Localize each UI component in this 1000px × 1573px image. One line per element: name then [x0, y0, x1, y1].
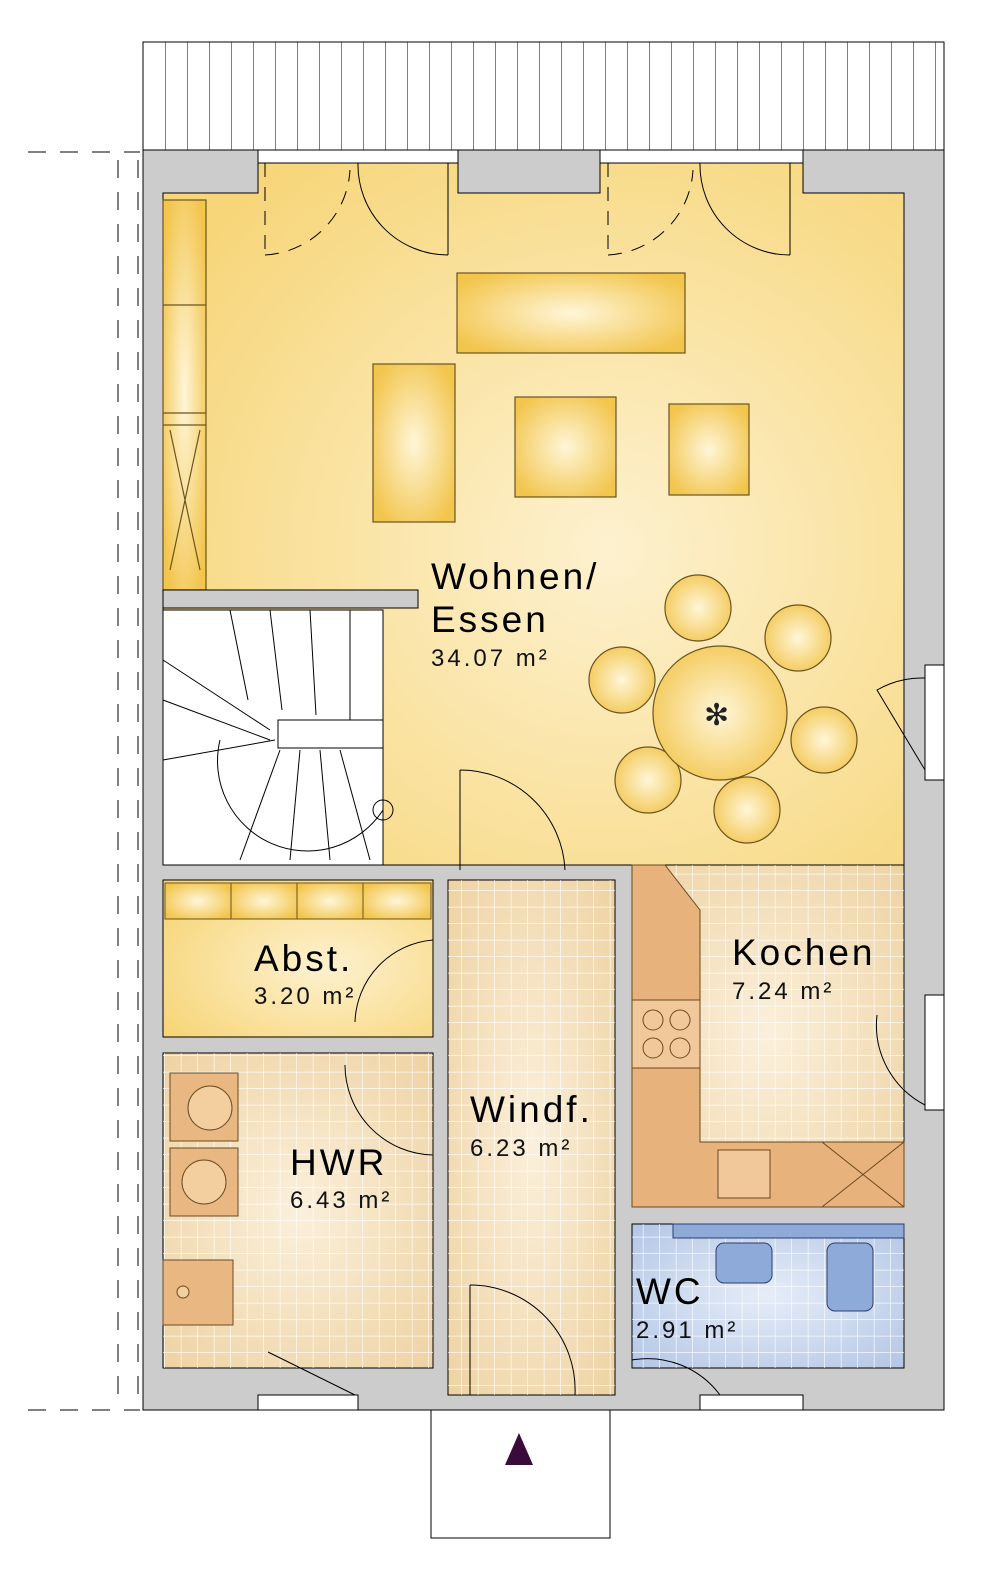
kitchen-counters: [631, 864, 905, 1208]
sideboard: [162, 199, 207, 591]
dining-table: [652, 645, 788, 781]
room-area: 6.43 m²: [290, 1187, 392, 1214]
window-living-right: [924, 664, 945, 781]
entrance-arrow-icon: [505, 1433, 533, 1465]
sofa-side: [372, 363, 456, 523]
windows-bottom: [257, 1394, 804, 1411]
window-kitchen: [924, 994, 945, 1111]
wc-fixtures: [672, 1223, 905, 1312]
laundry-appliances: [162, 1072, 239, 1326]
room-name: Wohnen/: [431, 556, 599, 597]
room-area: 3.20 m²: [254, 983, 356, 1010]
stair-steps: [162, 609, 394, 861]
storage-shelves: [164, 882, 432, 920]
interior-doors: [267, 769, 926, 1396]
room-name: Windf.: [470, 1089, 593, 1130]
living-furniture: [162, 199, 858, 844]
armchair: [668, 403, 750, 496]
toilet: [826, 1242, 874, 1312]
room-name: Abst.: [254, 938, 353, 979]
roof-overhang: [142, 41, 945, 151]
plant-icon: ✻: [704, 698, 729, 733]
entrance-step[interactable]: [430, 1409, 611, 1539]
room-name: WC: [636, 1271, 704, 1312]
washbasin: [715, 1242, 773, 1284]
room-area: 7.24 m²: [732, 978, 834, 1005]
stair-wall: [162, 589, 419, 609]
room-area: 6.23 m²: [470, 1135, 572, 1162]
room-area: 2.91 m²: [636, 1317, 738, 1344]
room-area: 34.07 m²: [431, 645, 550, 672]
room-name: Essen: [431, 599, 549, 640]
property-dashed-lines: [28, 151, 140, 1411]
windows-top: [257, 149, 804, 164]
terrace-doors: [264, 162, 926, 771]
coffee-table: [514, 396, 617, 498]
room-name: Kochen: [732, 932, 876, 973]
room-name: HWR: [290, 1142, 387, 1183]
sofa: [456, 272, 686, 354]
dining-chairs: [588, 574, 858, 844]
